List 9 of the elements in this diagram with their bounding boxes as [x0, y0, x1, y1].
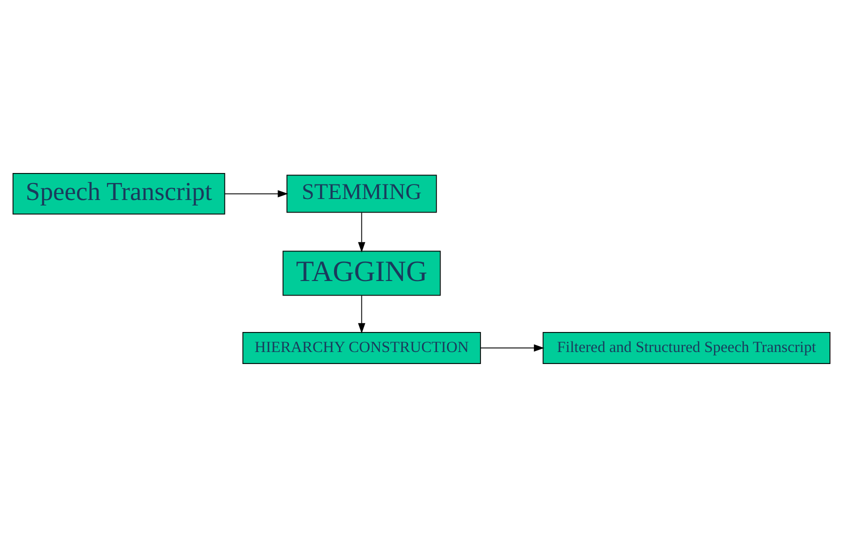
node-box: Speech Transcript [12, 173, 226, 214]
node-box: Filtered and Structured Speech Transcript [542, 332, 830, 364]
arrow [480, 344, 544, 352]
node-box: HIERARCHY CONSTRUCTION [242, 332, 481, 364]
arrow [358, 295, 366, 334]
node-box: STEMMING [286, 174, 437, 213]
arrow [358, 212, 366, 252]
arrow [224, 190, 288, 198]
node-box: TAGGING [282, 250, 441, 296]
